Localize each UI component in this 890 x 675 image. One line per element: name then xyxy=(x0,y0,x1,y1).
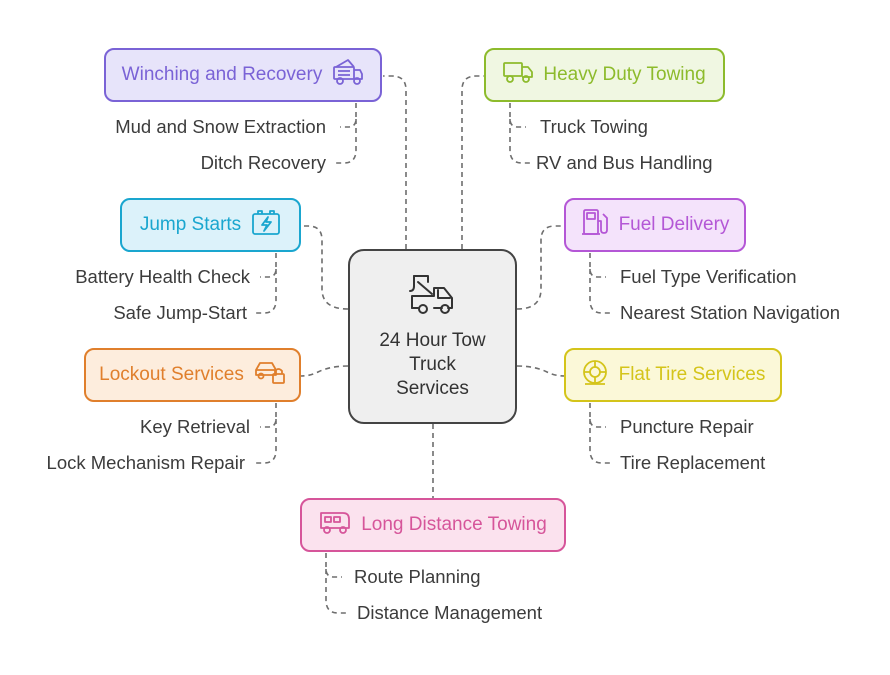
category-heavy-duty-towing: Heavy Duty Towing xyxy=(484,48,725,102)
center-node: 24 Hour Tow Truck Services xyxy=(348,249,517,424)
category-flat-tire-services: Flat Tire Services xyxy=(564,348,782,402)
list-item: Nearest Station Navigation xyxy=(620,302,841,323)
list-item: Battery Health Check xyxy=(75,266,250,287)
list-item: Safe Jump-Start xyxy=(113,302,247,323)
list-item: Key Retrieval xyxy=(139,416,250,437)
list-item: Fuel Type Verification xyxy=(620,266,797,287)
tire-icon xyxy=(581,358,609,392)
list-item: Puncture Repair xyxy=(620,416,754,437)
fuel-pump-icon xyxy=(581,207,609,243)
category-label: Fuel Delivery xyxy=(618,214,730,235)
rv-icon xyxy=(319,509,351,541)
truck-icon xyxy=(503,60,534,90)
category-jump-starts: Jump Starts xyxy=(120,198,301,252)
category-label: Lockout Services xyxy=(99,364,244,385)
center-title: 24 Hour Tow Truck Services xyxy=(379,329,485,401)
center-title-line: Services xyxy=(396,378,469,399)
list-item: Tire Replacement xyxy=(620,452,766,473)
category-label: Long Distance Towing xyxy=(361,514,547,535)
list-item: Route Planning xyxy=(354,566,481,587)
category-winching-and-recovery: Winching and Recovery xyxy=(104,48,382,102)
category-fuel-delivery: Fuel Delivery xyxy=(564,198,746,252)
list-item: Truck Towing xyxy=(540,116,648,137)
list-item: Mud and Snow Extraction xyxy=(115,116,326,137)
list-item: RV and Bus Handling xyxy=(536,152,713,173)
car-lock-icon xyxy=(254,359,286,391)
category-label: Heavy Duty Towing xyxy=(543,64,706,85)
category-label: Jump Starts xyxy=(139,214,242,235)
category-lockout-services: Lockout Services xyxy=(84,348,301,402)
category-long-distance-towing: Long Distance Towing xyxy=(300,498,566,552)
recovery-truck-icon xyxy=(332,58,364,92)
center-title-line: Truck xyxy=(409,354,456,375)
list-item: Distance Management xyxy=(357,602,543,623)
list-item: Lock Mechanism Repair xyxy=(46,452,245,473)
list-item: Ditch Recovery xyxy=(200,152,326,173)
tow-truck-icon xyxy=(408,272,458,323)
battery-icon xyxy=(251,208,281,242)
category-label: Winching and Recovery xyxy=(121,64,323,85)
category-label: Flat Tire Services xyxy=(618,364,766,385)
center-title-line: 24 Hour Tow xyxy=(379,330,486,351)
